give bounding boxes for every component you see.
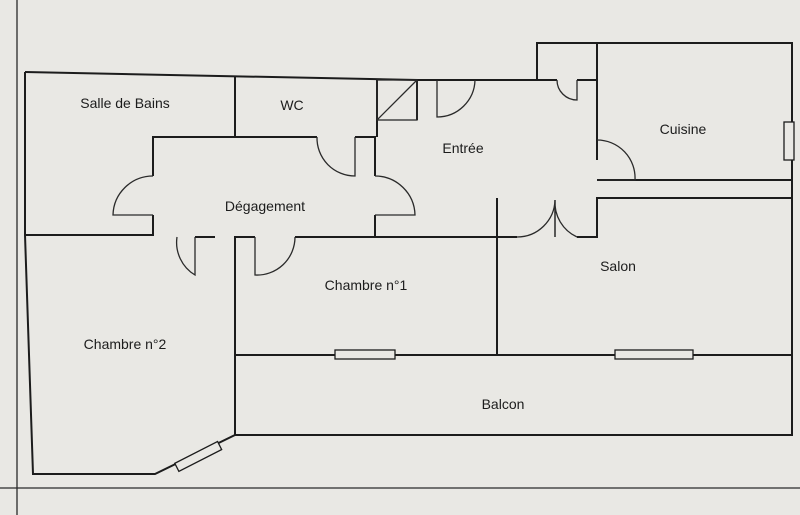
windows	[173, 121, 795, 473]
window-chambre-1	[334, 349, 396, 360]
window-chambre-2	[173, 440, 223, 473]
label-salon: Salon	[600, 258, 636, 274]
label-chambre-1: Chambre n°1	[325, 277, 408, 293]
door-swings	[112, 79, 636, 277]
label-chambre-2: Chambre n°2	[84, 336, 167, 352]
label-degagement: Dégagement	[225, 198, 305, 214]
label-wc: WC	[280, 97, 303, 113]
label-entree: Entrée	[442, 140, 483, 156]
label-cuisine: Cuisine	[660, 121, 707, 137]
label-salle-de-bains: Salle de Bains	[80, 95, 170, 111]
label-balcon: Balcon	[482, 396, 525, 412]
window-cuisine	[783, 121, 795, 161]
shaft-square	[376, 79, 418, 121]
window-salon	[614, 349, 694, 360]
